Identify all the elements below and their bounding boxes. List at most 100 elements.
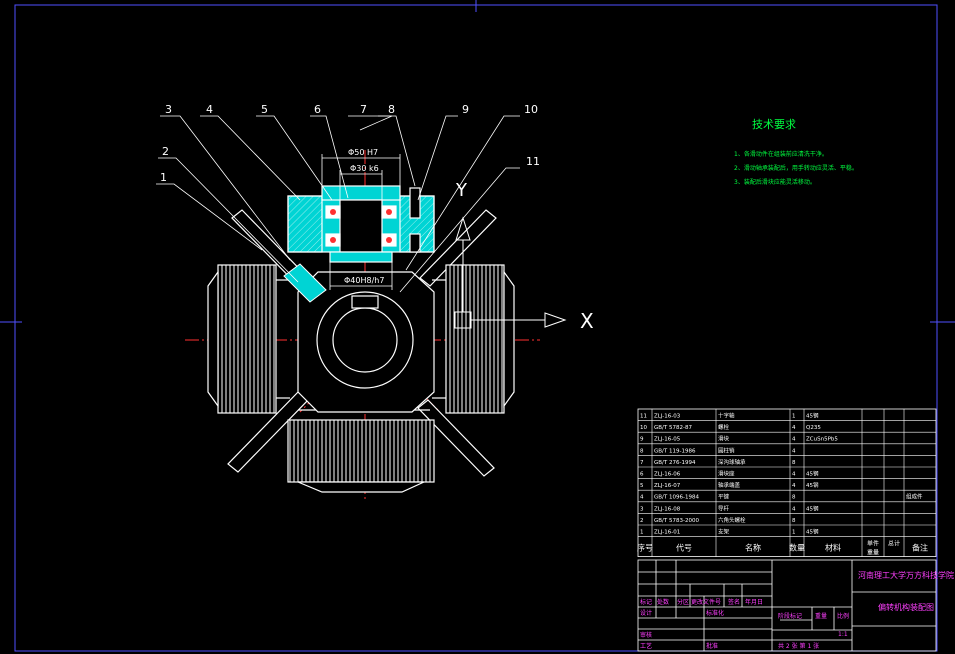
tb-label-weight: 重量 xyxy=(815,612,827,620)
bom-cell-code: GB/T 119-1986 xyxy=(654,448,696,454)
bom-header-total: 总计 xyxy=(888,540,900,548)
bom-cell-name: 圆柱销 xyxy=(718,446,735,454)
bom-header-code: 代号 xyxy=(676,543,692,553)
bom-cell-no: 9 xyxy=(640,437,644,443)
bom-cell-qty: 8 xyxy=(792,460,796,466)
leader-labels: 3 4 5 6 7 8 9 10 2 1 11 xyxy=(160,103,540,184)
dim-outer-diameter: Φ50 H7 xyxy=(348,148,378,157)
bom-cell-mat: ZCuSn5Pb5 xyxy=(806,437,838,443)
bom-cell-code: GB/T 276-1994 xyxy=(654,460,696,466)
bom-header-no: 序号 xyxy=(637,543,653,553)
bom-cell-code: ZLJ-16-01 xyxy=(654,530,680,536)
bom-cell-no: 8 xyxy=(640,448,644,454)
bolt-head-left xyxy=(283,263,327,303)
bom-cell-name: 滑块座 xyxy=(718,470,735,478)
bom-cell-no: 3 xyxy=(640,506,644,512)
bom-header-unit: 单件 xyxy=(867,540,879,548)
bom-cell-code: ZLJ-16-06 xyxy=(654,472,681,478)
bom-cell-name: 螺栓 xyxy=(718,423,730,431)
bom-cell-no: 2 xyxy=(640,518,644,524)
leader-label-8: 8 xyxy=(388,103,395,116)
bom-header-mat: 材料 xyxy=(825,543,841,553)
bottom-finned-block xyxy=(287,409,435,493)
leader-lines xyxy=(156,115,520,293)
bom-cell-mat: 45钢 xyxy=(806,528,819,536)
bom-cell-name: 轴承端盖 xyxy=(718,481,741,489)
leader-label-2: 2 xyxy=(162,145,169,158)
bom-cell-code: GB/T 5783-2000 xyxy=(654,518,699,524)
bom-cell-name: 平键 xyxy=(718,493,730,501)
bom-cell-qty: 4 xyxy=(792,437,796,443)
bom-cell-name: 六角头螺栓 xyxy=(718,516,746,524)
tb-scale-value: 1:1 xyxy=(838,631,848,638)
bom-cell-mat: 45钢 xyxy=(806,412,819,420)
drawing-name: 偏转机构装配图 xyxy=(878,602,934,612)
title-block xyxy=(637,559,937,652)
leader-label-7: 7 xyxy=(360,103,367,116)
tb-label-design: 设计 xyxy=(640,609,652,617)
tb-label-process: 工艺 xyxy=(640,642,652,650)
bom-cell-code: ZLJ-16-08 xyxy=(654,506,681,512)
leader-label-5: 5 xyxy=(261,103,268,116)
bom-cell-no: 11 xyxy=(640,414,647,420)
tech-line-2: 2、滑动轴承装配后，用手转动应灵活、平稳。 xyxy=(734,164,858,172)
leader-label-9: 9 xyxy=(462,103,469,116)
dim-inner-diameter: Φ30 k6 xyxy=(350,164,379,173)
dimension-lines xyxy=(321,154,401,290)
bom-cell-qty: 1 xyxy=(792,530,796,536)
right-finned-block xyxy=(432,264,515,414)
tb-label-scale: 比例 xyxy=(837,612,849,620)
guide-rods xyxy=(227,209,497,477)
tb-label-count: 处数 xyxy=(657,598,669,606)
bom-cell-no: 4 xyxy=(640,495,644,501)
bom-cell-code: ZLJ-16-07 xyxy=(654,483,681,489)
tb-label-date: 年月日 xyxy=(745,598,763,606)
bom-cell-no: 5 xyxy=(640,483,644,489)
bom-cell-mat: 45钢 xyxy=(806,504,819,512)
bom-cell-qty: 8 xyxy=(792,518,796,524)
left-finned-block xyxy=(207,264,290,414)
tb-label-stage: 阶段标记 xyxy=(778,612,802,620)
tb-sheet: 共 2 张 第 1 张 xyxy=(778,642,819,650)
bom-cell-name: 滑块 xyxy=(718,435,730,443)
bom-cell-qty: 4 xyxy=(792,425,796,431)
bom-header-wt: 重量 xyxy=(867,549,879,557)
bom-cell-no: 1 xyxy=(640,530,644,536)
bom-cell-qty: 4 xyxy=(792,506,796,512)
bom-cell-note: 组成件 xyxy=(906,493,923,501)
x-axis-label: X xyxy=(580,309,594,333)
central-hub xyxy=(297,271,435,413)
bom-cell-name: 支架 xyxy=(718,528,730,536)
leader-label-1: 1 xyxy=(160,171,167,184)
leader-label-3: 3 xyxy=(165,103,172,116)
bom-cell-name: 深沟球轴承 xyxy=(718,458,746,466)
bom-cell-qty: 8 xyxy=(792,495,796,501)
bom-cell-code: GB/T 1096-1984 xyxy=(654,495,699,501)
bom-cell-code: ZLJ-16-03 xyxy=(654,414,681,420)
bom-cell-qty: 1 xyxy=(792,414,796,420)
bom-cell-name: 导杆 xyxy=(718,504,730,512)
bom-header-qty: 数量 xyxy=(789,543,805,553)
tech-title: 技术要求 xyxy=(752,118,796,131)
bom-cell-mat: 45钢 xyxy=(806,470,819,478)
tb-label-approve: 批准 xyxy=(706,642,718,650)
top-section xyxy=(287,185,435,263)
tb-label-sign: 签名 xyxy=(728,598,740,606)
bom-cell-qty: 4 xyxy=(792,472,796,478)
bom-cell-code: GB/T 5782-87 xyxy=(654,425,692,431)
tech-line-1: 1、各滑动件在组装前应清洗干净。 xyxy=(734,150,828,158)
bom-cell-no: 6 xyxy=(640,472,644,478)
leader-label-11: 11 xyxy=(526,155,540,168)
bom-cell-no: 7 xyxy=(640,460,644,466)
school-name: 河南理工大学万方科技学院 xyxy=(858,570,954,580)
bom-cell-name: 十字轴 xyxy=(718,412,735,420)
leader-label-6: 6 xyxy=(314,103,321,116)
tb-label-mark: 标记 xyxy=(640,598,652,606)
bom-cell-mat: Q235 xyxy=(806,425,821,431)
bom-cell-mat: 45钢 xyxy=(806,481,819,489)
tb-label-zone: 分区 xyxy=(677,598,689,606)
tb-label-review: 审核 xyxy=(640,631,652,639)
bom-header-name: 名称 xyxy=(745,543,761,553)
